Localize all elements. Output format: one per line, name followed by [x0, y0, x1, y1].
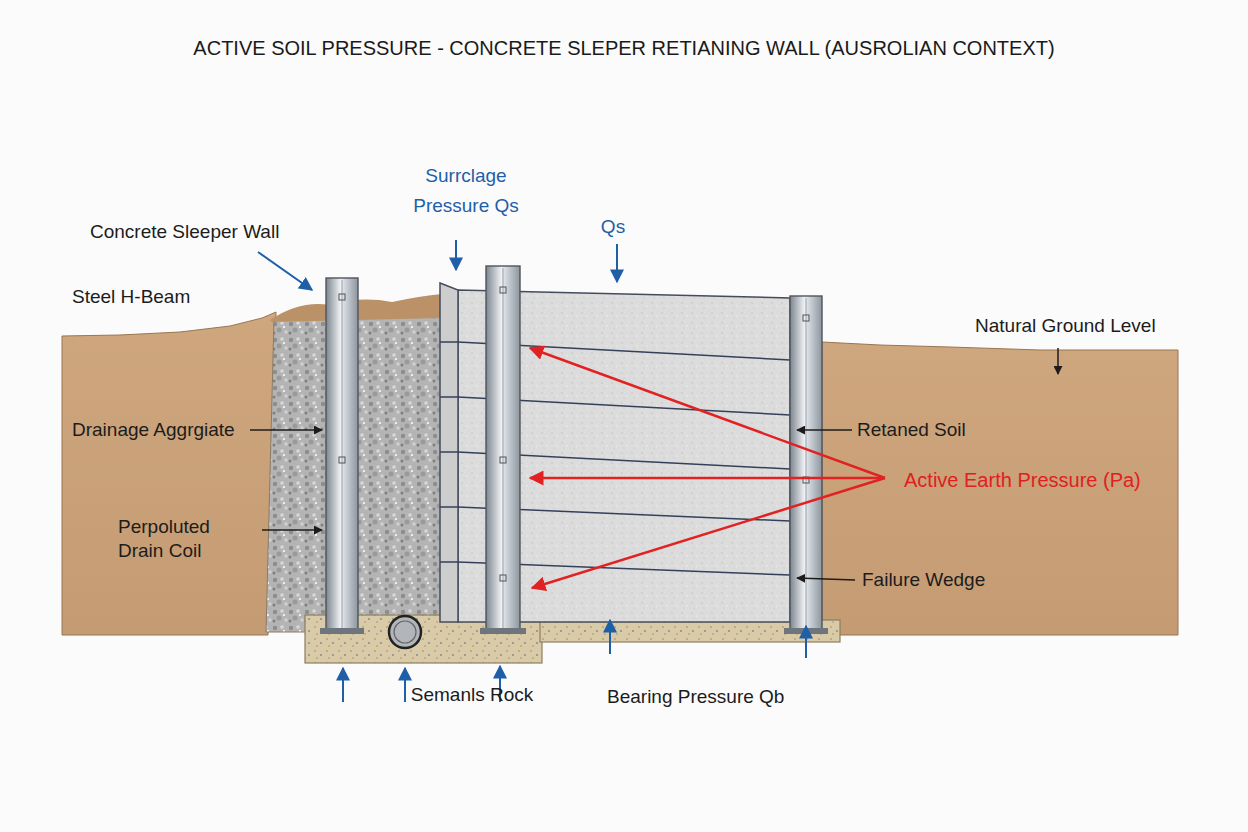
drain-pipe-inner	[394, 621, 416, 643]
pressure-label: Active Earth Pressure (Pa)	[904, 469, 1141, 491]
drain-pipe	[389, 616, 421, 648]
callout-label: Concrete Sleeper Wall	[90, 221, 279, 243]
callout-label: Natural Ground Level	[975, 315, 1156, 337]
callout-label: Semanls Rock	[392, 684, 552, 706]
steel-post	[784, 296, 828, 634]
callout-label: Steel H-Beam	[72, 286, 190, 308]
callout-label: Bearing Pressure Qb	[607, 686, 784, 708]
load-label: Surrclage Pressure Qs	[401, 161, 531, 221]
leader-line	[250, 348, 1058, 580]
left-ground	[62, 312, 276, 635]
callout-label: Drainage Aggrgiate	[72, 419, 235, 441]
diagram-title: ACTIVE SOIL PRESSURE - CONCRETE SLEPER R…	[0, 35, 1248, 61]
pressure-arrow	[530, 348, 885, 588]
retained-soil	[822, 342, 1178, 635]
callout-label: Perpoluted Drain Coil	[118, 515, 230, 563]
load-arrow	[258, 240, 806, 702]
steel-post	[480, 266, 526, 634]
steel-post	[320, 278, 364, 634]
callout-label: Failure Wedge	[862, 569, 985, 591]
load-label: Qs	[583, 216, 643, 238]
sleeper-edge	[440, 283, 458, 622]
callout-label: Retaned Soil	[857, 419, 966, 441]
